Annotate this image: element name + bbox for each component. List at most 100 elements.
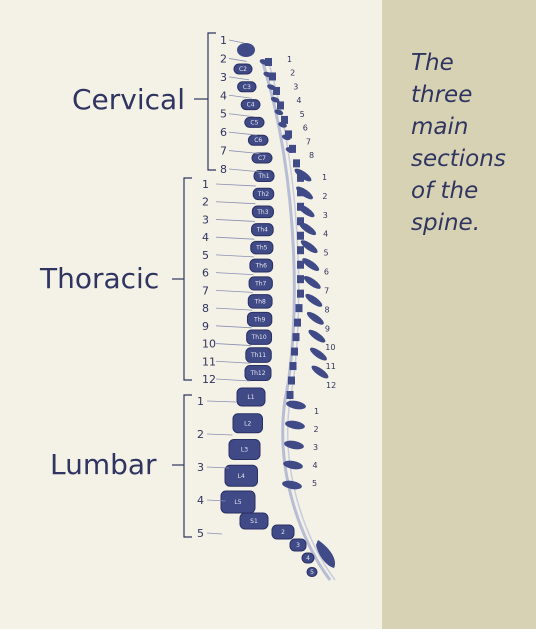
vertebra [301, 552, 315, 564]
spinous-process [300, 240, 318, 254]
coccyx [316, 540, 336, 568]
vertebra-label: 3 [296, 542, 300, 549]
right-number: 5 [323, 249, 328, 258]
leader-line [228, 39, 245, 44]
spine-diagram: C2C3C4C5C6C7Th1Th2Th3Th4Th5Th6Th7Th8Th9T… [172, 32, 336, 581]
leader-line [228, 150, 260, 154]
right-number: 4 [323, 230, 328, 239]
segment-number: 2 [197, 428, 204, 441]
vertebra-label: Th6 [255, 263, 267, 270]
segment-number: 6 [202, 267, 209, 280]
vertebra [233, 63, 253, 75]
leader-line [228, 94, 252, 99]
segment-number: 7 [220, 145, 227, 158]
pedicle [277, 101, 284, 110]
right-number: 4 [313, 461, 318, 470]
label-cervical: Cervical [72, 83, 185, 116]
vertebra [224, 464, 258, 487]
vertebra [246, 311, 273, 327]
vertebra [237, 43, 255, 57]
vertebra-label: C4 [247, 102, 255, 109]
vertebra-label: C5 [250, 119, 258, 126]
leader-line [228, 113, 255, 118]
spinous-process [310, 347, 327, 361]
pedicle [295, 304, 303, 313]
pedicle [297, 246, 304, 255]
segment-number: 4 [202, 231, 209, 244]
spinous-process [282, 480, 302, 490]
vertebra-label: Th1 [257, 173, 269, 180]
vertebra [251, 152, 273, 164]
right-number: 2 [322, 192, 327, 201]
pedicle [293, 159, 300, 168]
label-lumbar: Lumbar [50, 448, 157, 481]
spinous-process [284, 440, 304, 450]
segment-number: 1 [197, 395, 204, 408]
right-number: 9 [325, 324, 330, 333]
right-number: 5 [312, 479, 317, 488]
right-number: 2 [314, 425, 319, 434]
segment-number: 1 [220, 34, 227, 47]
spinous-process [283, 460, 303, 470]
caption-line: spine. [411, 210, 481, 236]
spinous-process [274, 109, 284, 116]
spinous-process [306, 311, 324, 325]
right-number: 6 [324, 268, 329, 277]
segment-number: 12 [202, 373, 216, 386]
vertebra-label: Th12 [249, 370, 265, 377]
vertebra [251, 205, 274, 219]
pedicle [297, 231, 304, 240]
vertebra [251, 223, 274, 237]
vertebra-label: 4 [306, 555, 310, 562]
leader-line [215, 236, 255, 240]
spinous-process [286, 400, 306, 410]
vertebra [246, 329, 273, 345]
bracket-cervical [207, 32, 216, 171]
spinous-process [305, 293, 323, 307]
vertebra [247, 294, 273, 309]
pedicle [291, 347, 298, 356]
spinous-process [302, 258, 320, 271]
vertebra-label: C3 [243, 84, 251, 91]
segment-number: 4 [220, 89, 227, 102]
vertebra-label: Th2 [257, 191, 269, 198]
leader-line [215, 183, 257, 187]
leader-line [215, 360, 251, 364]
vertebra-label: Th4 [256, 227, 268, 234]
leader-line [228, 168, 263, 173]
pedicle [281, 115, 288, 124]
pedicle [297, 173, 304, 182]
leader-line [215, 289, 253, 293]
segment-number: 9 [202, 320, 209, 333]
vertebra-label: S1 [250, 518, 258, 525]
vertebra-label: Th9 [253, 316, 265, 323]
right-number: 7 [306, 137, 311, 146]
spinous-process [311, 365, 329, 379]
leader-line [215, 325, 252, 329]
right-number: 1 [287, 55, 292, 64]
bracket-thoracic [183, 177, 192, 381]
segment-number: 8 [220, 163, 227, 176]
vertebra [252, 187, 275, 201]
right-number: 1 [322, 173, 327, 182]
caption-line: main [411, 114, 469, 140]
diagram-panel [0, 0, 382, 629]
vertebra-label: Th5 [255, 245, 267, 252]
vertebra-label: Th3 [256, 209, 268, 216]
segment-number: 2 [202, 196, 209, 209]
pedicle [289, 362, 297, 371]
vertebra-label: L2 [244, 420, 251, 427]
vertebra [249, 258, 274, 273]
vertebra [271, 524, 295, 540]
right-number: 11 [326, 362, 336, 371]
segment-number: 3 [197, 461, 204, 474]
right-number: 1 [314, 407, 319, 416]
label-thoracic: Thoracic [40, 262, 160, 295]
right-number: 2 [290, 69, 295, 78]
right-number: 5 [300, 110, 305, 119]
vertebra-label: 2 [281, 529, 285, 536]
caption-panel [382, 0, 536, 629]
leader-line [206, 532, 223, 535]
pedicle [288, 376, 295, 385]
segment-number: 3 [202, 213, 209, 226]
